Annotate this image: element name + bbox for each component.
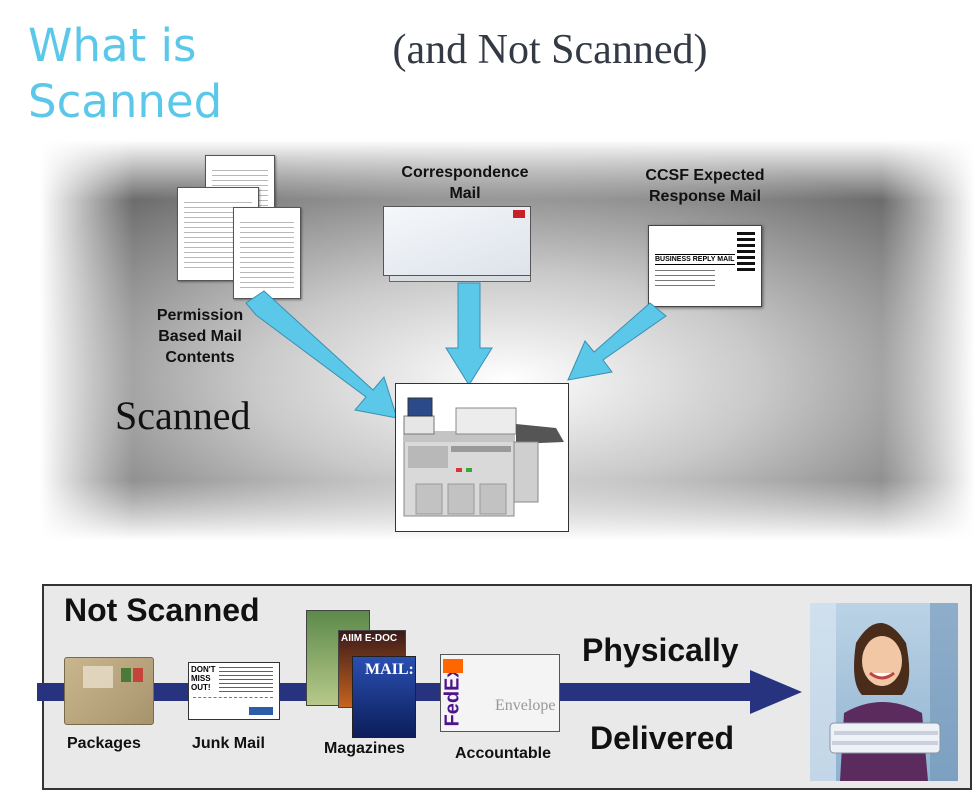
fedex-brand: FedEx <box>441 666 464 727</box>
page-subtitle: (and Not Scanned) <box>392 27 708 73</box>
packages-label: Packages <box>67 735 141 752</box>
magazines-label: Magazines <box>324 740 405 757</box>
delivered-label: Delivered <box>590 720 735 756</box>
package-image <box>64 657 154 725</box>
physically-label: Physically <box>582 632 739 668</box>
business-reply-card-image: BUSINESS REPLY MAIL <box>648 225 762 307</box>
woman-holding-mail-image <box>810 603 958 781</box>
permission-mail-label: Permission Based Mail Contents <box>156 307 244 366</box>
correspondence-envelopes-image <box>383 206 533 284</box>
reply-card-text: BUSINESS REPLY MAIL <box>655 254 735 265</box>
center-flow-arrow <box>445 282 493 386</box>
junk-mail-label: Junk Mail <box>192 735 265 752</box>
fedex-envelope-image: FedEx Envelope <box>440 654 560 732</box>
ccsf-reply-label: CCSF Expected Response Mail <box>645 167 765 205</box>
junk-mail-image: DON'T MISS OUT! <box>188 662 280 720</box>
permission-documents-image <box>175 155 305 300</box>
aiim-magazine-title: AIIM E-DOC <box>341 633 398 644</box>
page-title: What is Scanned <box>28 19 223 128</box>
mail-magazine-title: MAIL: <box>365 661 414 678</box>
junk-mail-text: DON'T MISS OUT! <box>191 665 216 692</box>
not-scanned-heading: Not Scanned <box>64 592 260 628</box>
magazines-image: AIIM E-DOC MAIL: <box>306 610 416 738</box>
accountable-label: Accountable <box>455 745 552 762</box>
right-flow-arrow <box>567 302 667 381</box>
envelope-word: Envelope <box>495 697 556 714</box>
delivery-arrow-head <box>750 670 802 714</box>
correspondence-mail-label: Correspondence Mail <box>401 164 529 202</box>
scanned-heading: Scanned <box>115 393 251 438</box>
mail-scanner-image <box>395 383 569 532</box>
